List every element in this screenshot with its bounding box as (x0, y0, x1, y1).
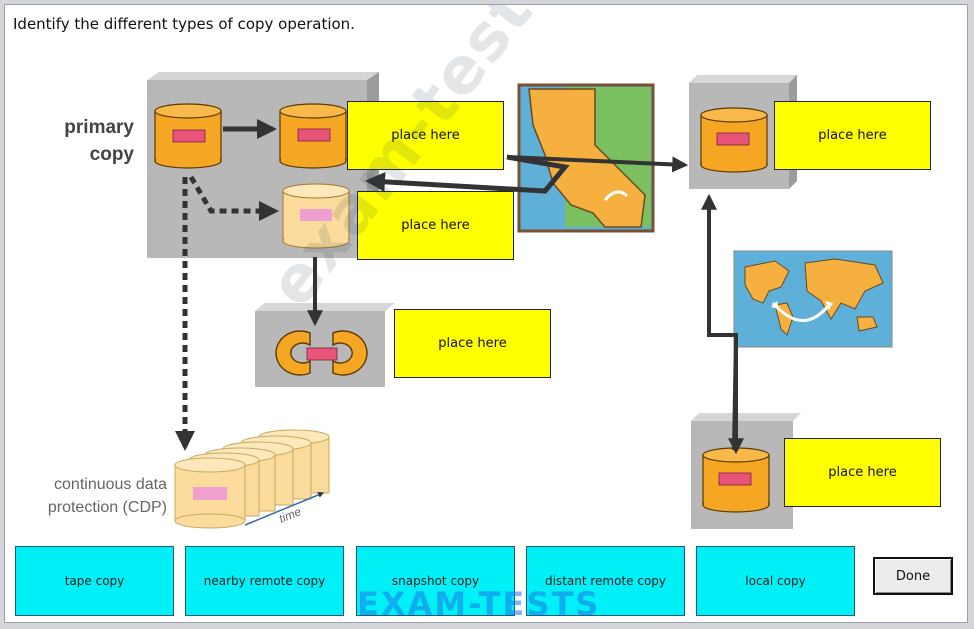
copy-diagram: primary copy continuous data protection … (48, 72, 893, 529)
nearby-remote-disk-icon (700, 107, 768, 173)
copy-arrows (175, 119, 744, 455)
snapshot-icon (275, 330, 368, 376)
time-label: time (277, 504, 304, 526)
drop-target-mirror[interactable]: place here (357, 191, 514, 260)
done-button[interactable]: Done (873, 557, 953, 595)
drop-target-nearby-remote[interactable]: place here (774, 101, 931, 170)
option-local-copy[interactable]: local copy (696, 546, 855, 616)
question-text: Identify the different types of copy ope… (13, 15, 355, 33)
option-snapshot-copy[interactable]: snapshot copy (356, 546, 515, 616)
snapshot-server-block (255, 303, 395, 387)
option-nearby-remote-copy[interactable]: nearby remote copy (185, 546, 344, 616)
watermark-bottom: EXAM-TESTS (357, 585, 601, 623)
copy-label: copy (90, 144, 135, 165)
cdp-label-line2: protection (CDP) (48, 499, 167, 516)
option-distant-remote-copy[interactable]: distant remote copy (526, 546, 685, 616)
drop-target-local[interactable]: place here (347, 101, 504, 170)
cdp-label-line1: continuous data (54, 476, 167, 493)
primary-label: primary (64, 117, 134, 138)
cdp-disk-stack-icon (174, 429, 330, 529)
option-tape-copy[interactable]: tape copy (15, 546, 174, 616)
local-copy-disk-icon (279, 103, 347, 169)
mirror-disk-icon (282, 183, 350, 249)
drop-target-distant-remote[interactable]: place here (784, 438, 941, 507)
california-map-icon (517, 83, 655, 233)
question-panel: Identify the different types of copy ope… (4, 4, 968, 623)
distant-remote-disk-icon (702, 447, 770, 513)
primary-disk-icon (154, 103, 222, 169)
world-map-icon (733, 250, 893, 348)
drop-target-snapshot[interactable]: place here (394, 309, 551, 378)
